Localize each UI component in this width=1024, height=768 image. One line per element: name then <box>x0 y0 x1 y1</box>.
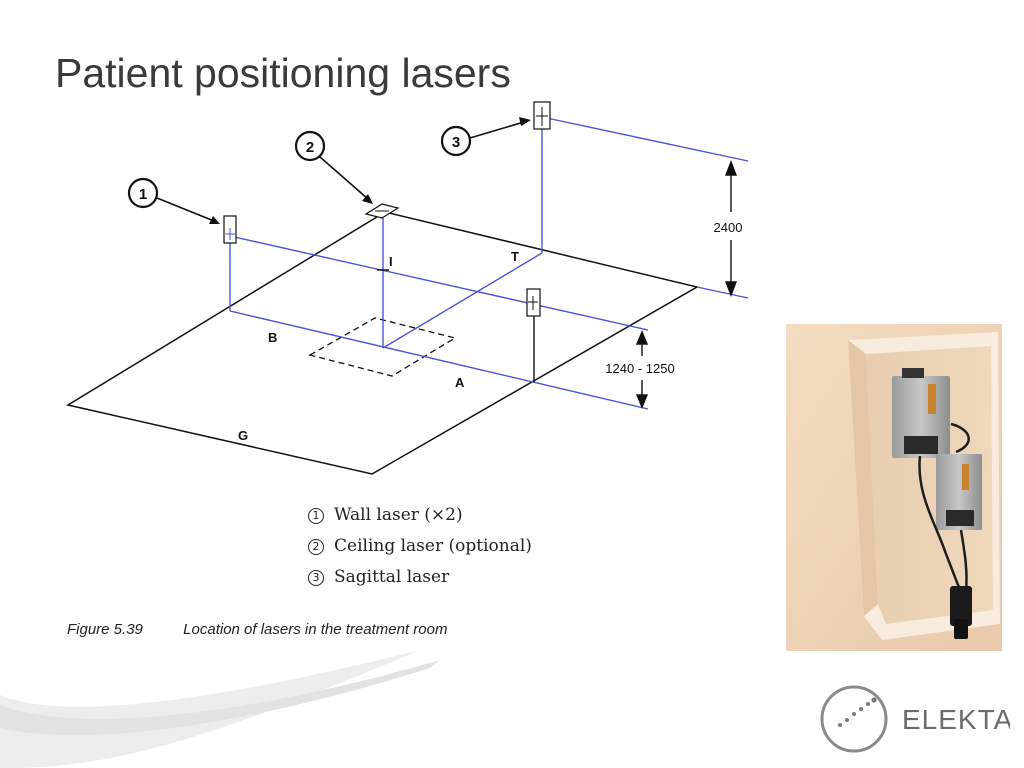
legend-text: Sagittal laser <box>334 567 450 587</box>
svg-text:1: 1 <box>139 186 147 203</box>
wall-laser-1 <box>223 215 237 244</box>
figure-caption-text: Location of lasers in the treatment room <box>183 621 448 638</box>
callout-1: 1 <box>127 177 220 224</box>
legend-item: 3 Sagittal laser <box>308 562 532 593</box>
logo-wordmark: ELEKTA <box>902 704 1010 735</box>
dimension-ceiling-height <box>724 160 738 297</box>
wall-laser-2 <box>526 288 541 317</box>
dimension-isocenter-height <box>635 330 649 409</box>
legend-number: 2 <box>308 538 324 555</box>
legend-number: 1 <box>308 507 324 524</box>
svg-text:3: 3 <box>452 134 460 151</box>
laser-lines <box>229 116 749 410</box>
figure-number: Figure 5.39 <box>67 621 143 638</box>
dimension-label-1240-1250: 1240 - 1250 <box>605 361 674 376</box>
legend-text: Ceiling laser (optional) <box>334 536 532 556</box>
callout-2: 2 <box>294 130 373 204</box>
elekta-logo: ELEKTA <box>820 685 1010 753</box>
legend-text: Wall laser (×2) <box>334 505 463 525</box>
legend-item: 1 Wall laser (×2) <box>308 500 532 531</box>
legend-number: 3 <box>308 569 324 586</box>
laser-location-diagram: 1 2 3 I T B A G 2400 1240 - 1250 <box>66 101 749 475</box>
wall-laser-photo <box>786 324 1002 651</box>
dimension-label-2400: 2400 <box>714 220 743 235</box>
sagittal-laser <box>533 101 551 130</box>
legend-item: 2 Ceiling laser (optional) <box>308 531 532 562</box>
logo-dots-icon <box>838 697 877 727</box>
ceiling-laser <box>364 203 400 219</box>
point-label-i: I <box>389 254 393 269</box>
callout-3: 3 <box>440 117 531 157</box>
point-label-g: G <box>238 428 248 443</box>
point-label-b: B <box>268 330 277 345</box>
svg-text:2: 2 <box>306 139 314 156</box>
slide-title: Patient positioning lasers <box>55 50 511 96</box>
figure-caption: Figure 5.39 Location of lasers in the tr… <box>67 621 447 638</box>
point-label-t: T <box>511 249 519 264</box>
diagram-legend: 1 Wall laser (×2) 2 Ceiling laser (optio… <box>308 500 532 593</box>
point-label-a: A <box>455 375 465 390</box>
